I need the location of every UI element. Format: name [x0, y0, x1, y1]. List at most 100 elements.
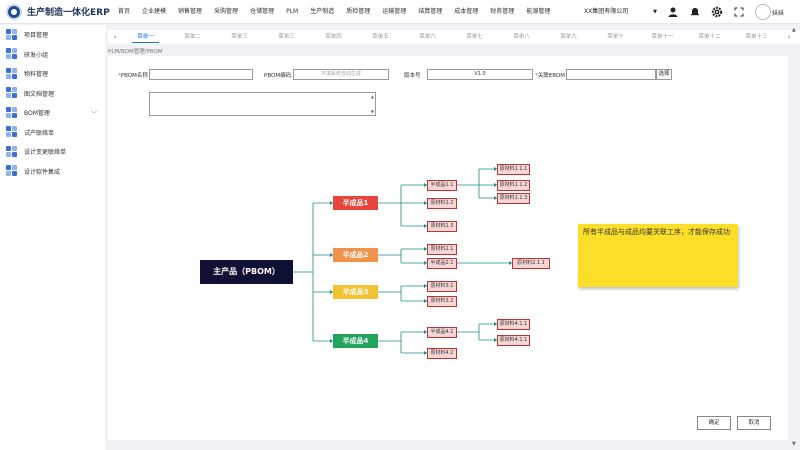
tab-menu-8[interactable]: 菜单八: [513, 34, 530, 40]
chevron-down-icon: ▼: [653, 9, 657, 15]
tab-menu-3b[interactable]: 菜单三: [278, 34, 295, 40]
tree-child-node[interactable]: 半成品1.1: [427, 180, 457, 191]
username[interactable]: 妹妹: [772, 10, 785, 17]
sidebar-item-trial-production[interactable]: 试产联络单: [0, 123, 105, 143]
grid-icon: [6, 126, 18, 138]
company-select[interactable]: XX集团有限公司 ▼: [581, 6, 661, 18]
chevron-left-icon[interactable]: ‹: [113, 33, 117, 41]
logo-icon: [6, 4, 22, 20]
nav-item-warehouse[interactable]: 仓储管理: [250, 8, 275, 15]
sidebar-item-label: BOM管理: [24, 110, 50, 118]
tab-menu-13[interactable]: 菜单十三: [745, 34, 768, 40]
tree-leaf-node[interactable]: 原材料4.1.1: [497, 319, 530, 330]
nav-item-purchase[interactable]: 采购管理: [214, 8, 239, 15]
sidebar-item-rd-team[interactable]: 研发小组: [0, 45, 105, 65]
select-ebom-button[interactable]: 选择: [656, 69, 672, 80]
tree-child-node[interactable]: 原材料2.1: [427, 244, 457, 255]
tab-menu-3[interactable]: 菜单三: [231, 34, 248, 40]
tree-leaf-node[interactable]: 原材料2.1.1: [512, 258, 550, 269]
ebom-input[interactable]: [566, 69, 656, 80]
tab-menu-10[interactable]: 菜单十: [607, 34, 624, 40]
tree-leaf-node[interactable]: 原材料1.1.2: [497, 180, 530, 191]
app-title: 生产制造一体化ERP: [27, 8, 110, 18]
sidebar: 项目管理 研发小组 物料管理 图文档管理 BOM管理 ﹀ 试产联络单 设计变更联…: [0, 25, 105, 450]
avatar[interactable]: [755, 4, 771, 20]
nav-item-finance[interactable]: 财务管理: [490, 8, 515, 15]
tree-semi-node[interactable]: 半成品3: [333, 285, 378, 299]
grid-icon: [6, 28, 18, 41]
nav-item-quality[interactable]: 质检管理: [346, 8, 371, 15]
grid-icon: [6, 48, 18, 60]
tree-leaf-node[interactable]: 原材料1.1.3: [497, 193, 530, 204]
remark-textarea[interactable]: ▲ ▼: [149, 92, 376, 116]
tree-semi-node[interactable]: 半成品2: [333, 248, 378, 262]
tree-root-node[interactable]: 主产品（PBOM）: [200, 260, 293, 284]
scroll-down-icon[interactable]: ▼: [370, 109, 374, 114]
tree-leaf-node[interactable]: 原材料4.1.1: [497, 335, 530, 346]
sidebar-item-project[interactable]: 项目管理: [0, 25, 105, 45]
tab-list: 菜单一 菜单二 菜单三 菜单三 菜单四 菜单五 菜单六 菜单七 菜单八 菜单九 …: [122, 30, 780, 44]
sidebar-item-documents[interactable]: 图文档管理: [0, 84, 105, 104]
pbom-name-input[interactable]: [149, 69, 253, 80]
nav-item-transport[interactable]: 运输管理: [382, 8, 407, 15]
tree-child-node[interactable]: 半成品4.1: [427, 327, 457, 338]
chevron-right-icon[interactable]: ›: [787, 33, 791, 41]
grid-icon: [6, 87, 18, 99]
scroll-up-icon[interactable]: ▲: [792, 27, 796, 33]
settings-icon[interactable]: [711, 6, 723, 18]
tab-menu-2[interactable]: 菜单二: [184, 34, 201, 40]
nav-item-plm[interactable]: PLM: [286, 8, 299, 15]
pbom-code-input[interactable]: 不填系统自动生成: [293, 69, 389, 80]
tree-child-node[interactable]: 原材料1.3: [427, 221, 457, 232]
nav-item-cost[interactable]: 成本管理: [454, 8, 479, 15]
scroll-down-icon[interactable]: ▼: [792, 441, 796, 447]
tab-menu-6[interactable]: 菜单六: [419, 34, 436, 40]
tab-menu-9[interactable]: 菜单九: [560, 34, 577, 40]
grid-icon: [6, 145, 18, 158]
breadcrumb: PLM/BOM管理/PBOM: [108, 49, 163, 55]
sidebar-item-material[interactable]: 物料管理: [0, 64, 105, 84]
sidebar-item-label: 设计变更联络单: [24, 149, 67, 157]
sidebar-item-label: 研发小组: [24, 51, 49, 59]
chevron-down-icon: ﹀: [90, 111, 97, 118]
grid-icon: [6, 106, 18, 119]
sidebar-item-cad-integration[interactable]: 设计软件集成: [0, 162, 105, 182]
confirm-button[interactable]: 确定: [697, 416, 731, 430]
nav-item-energy[interactable]: 能源管理: [526, 8, 551, 15]
tree-child-node[interactable]: 原材料3.2: [427, 296, 457, 307]
pbom-name-label: *PBOM名称: [118, 73, 148, 79]
tree-semi-node[interactable]: 半成品4: [333, 334, 378, 348]
tab-menu-11[interactable]: 菜单十一: [651, 34, 674, 40]
nav-item-home[interactable]: 首页: [118, 8, 131, 15]
fullscreen-icon[interactable]: [733, 6, 745, 18]
sidebar-item-label: 物料管理: [24, 71, 49, 79]
sidebar-item-label: 设计软件集成: [24, 168, 61, 176]
scroll-up-icon[interactable]: ▲: [370, 94, 374, 99]
tree-child-node[interactable]: 原材料1.2: [427, 198, 457, 209]
tree-child-node[interactable]: 原材料3.1: [427, 281, 457, 292]
nav-item-sales[interactable]: 销售管理: [178, 8, 203, 15]
user-icon[interactable]: [667, 6, 679, 18]
sticky-note: 所有半成品与成品均要关联工序，才能保存成功: [578, 224, 738, 287]
sidebar-item-label: 试产联络单: [24, 129, 55, 137]
tab-menu-4[interactable]: 菜单四: [325, 34, 342, 40]
nav-item-settlement[interactable]: 结算管理: [418, 8, 443, 15]
sidebar-item-label: 项目管理: [24, 32, 49, 40]
cancel-button[interactable]: 取消: [737, 416, 771, 430]
grid-icon: [6, 67, 18, 80]
sidebar-item-bom[interactable]: BOM管理 ﹀: [0, 103, 105, 123]
company-select-value: XX集团有限公司: [584, 8, 629, 15]
version-input[interactable]: V1.0: [427, 69, 533, 80]
bell-icon[interactable]: [689, 6, 701, 18]
tree-leaf-node[interactable]: 原材料1.1.1: [497, 164, 530, 175]
tab-menu-5[interactable]: 菜单五: [372, 34, 389, 40]
tab-menu-12[interactable]: 菜单十二: [698, 34, 721, 40]
tree-child-node[interactable]: 原材料4.2: [427, 348, 457, 359]
sidebar-item-design-change[interactable]: 设计变更联络单: [0, 142, 105, 162]
tree-child-node[interactable]: 半成品2.1: [427, 258, 457, 269]
nav-item-production[interactable]: 生产制造: [310, 8, 335, 15]
tab-menu-7[interactable]: 菜单七: [466, 34, 483, 40]
tree-semi-node[interactable]: 半成品1: [333, 196, 378, 210]
tab-menu-1[interactable]: 菜单一: [122, 30, 169, 44]
nav-item-enterprise-modeling[interactable]: 企业建模: [142, 8, 167, 15]
